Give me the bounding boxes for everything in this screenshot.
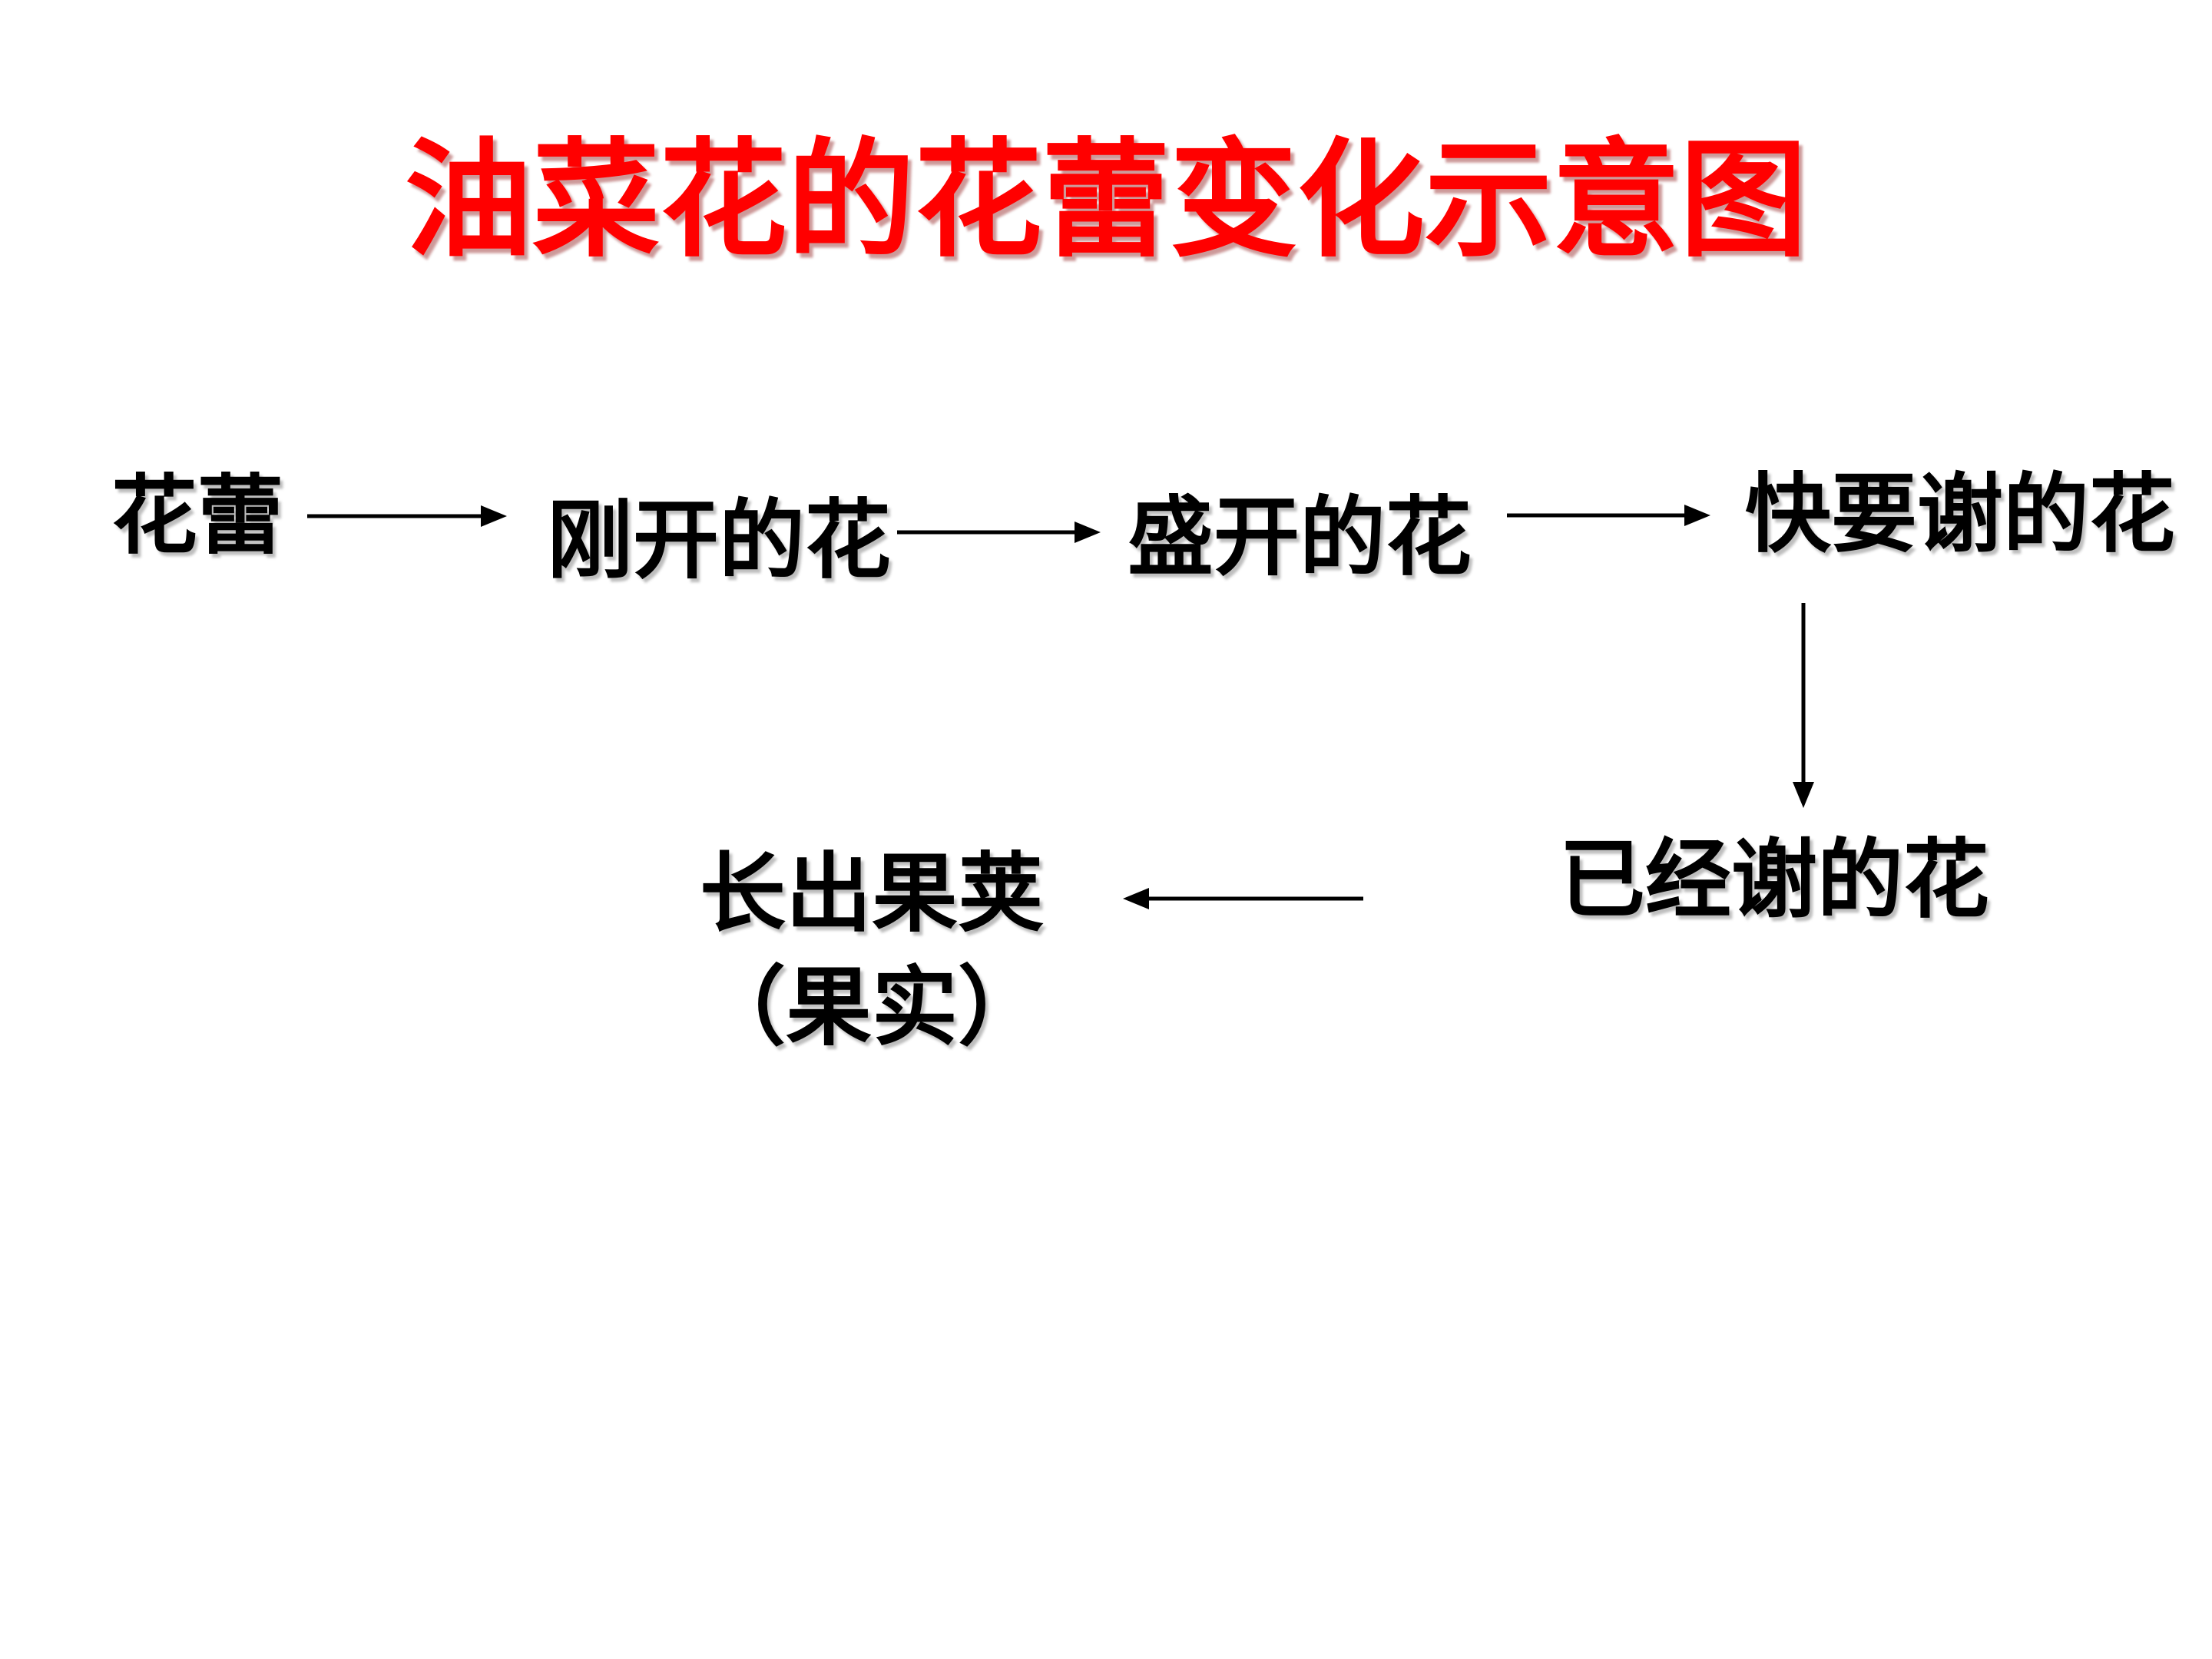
- node-seed-pod-sublabel: （果实）: [700, 957, 1044, 1058]
- node-seed-pod: 长出果荚 （果实）: [691, 851, 1052, 1051]
- node-just-opened-flower: 刚开的花: [547, 490, 891, 591]
- arrow-full-bloom-to-about-to-wither: [1507, 505, 1710, 526]
- arrow-about-to-wither-to-withered: [1793, 603, 1814, 808]
- node-about-to-wither-flower: 快要谢的花: [1745, 464, 2175, 565]
- arrow-bud-to-just-opened: [307, 505, 507, 527]
- node-full-bloom-flower: 盛开的花: [1128, 487, 1472, 588]
- slide-title: 油菜花的花蕾变化示意图: [405, 125, 1807, 275]
- node-seed-pod-label: 长出果荚: [700, 843, 1044, 944]
- arrow-just-opened-to-full-bloom: [897, 522, 1101, 543]
- arrow-withered-to-seed-pod: [1123, 888, 1363, 909]
- node-withered-flower: 已经谢的花: [1559, 830, 1989, 930]
- node-flower-bud: 花蕾: [111, 465, 283, 566]
